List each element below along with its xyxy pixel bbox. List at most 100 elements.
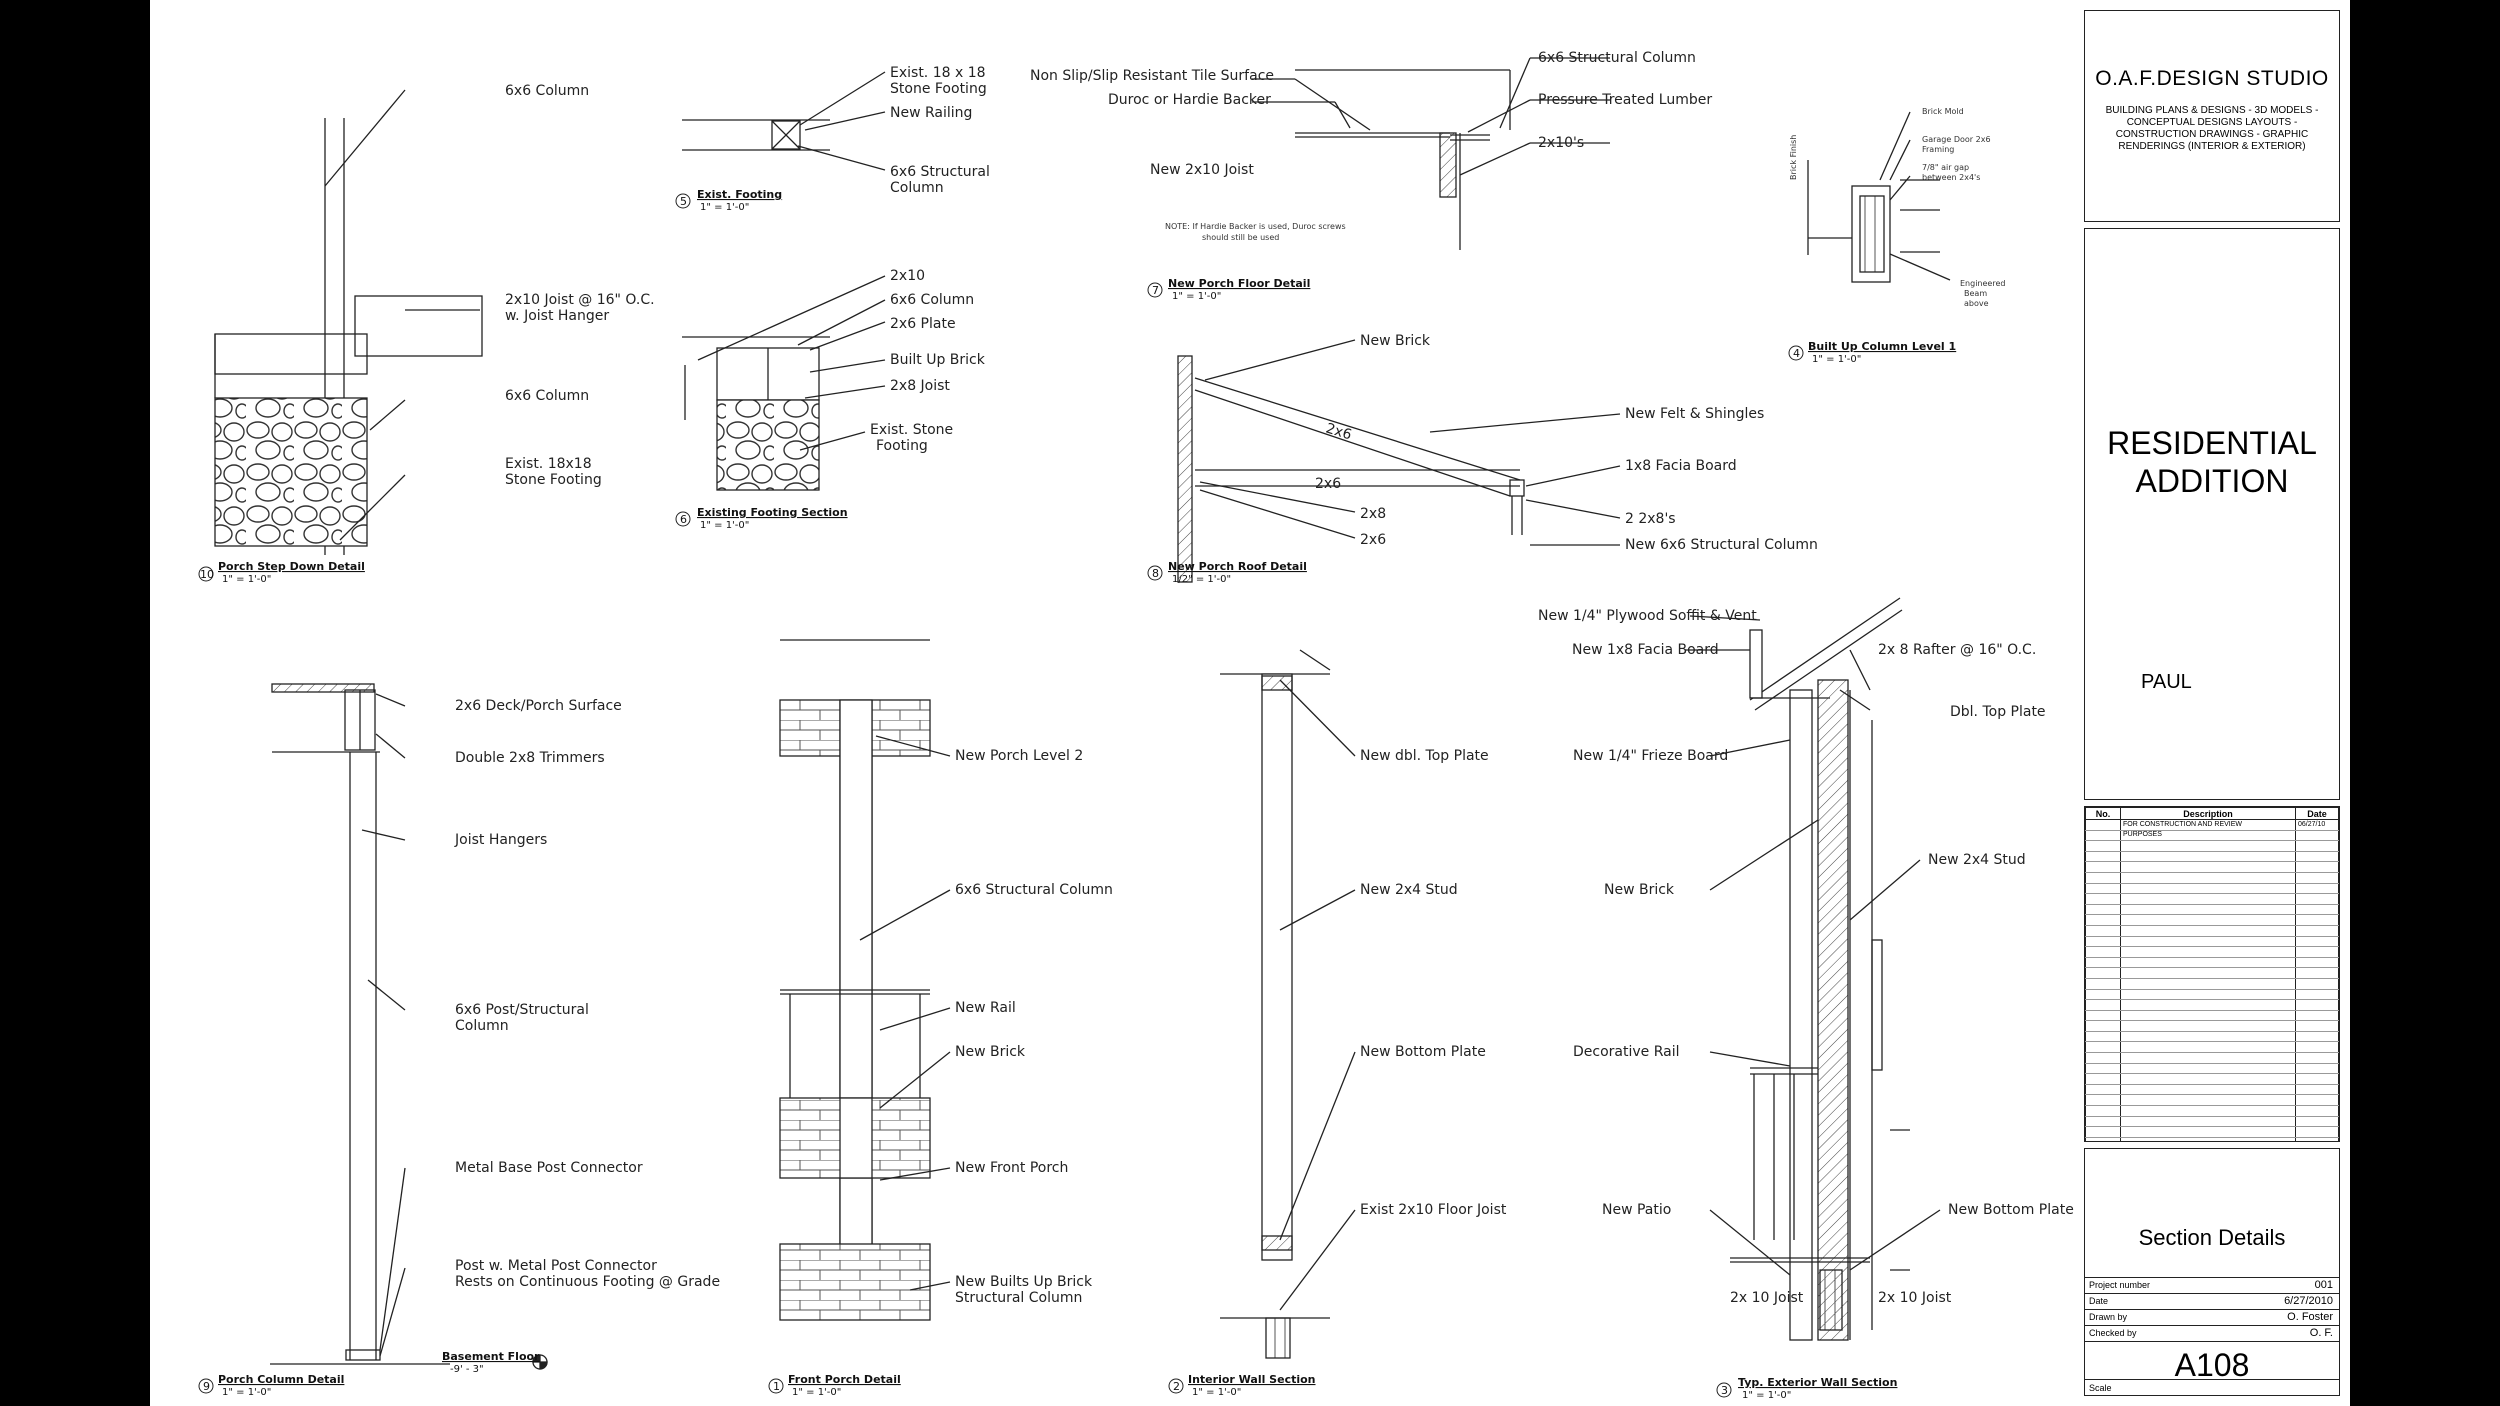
detail-title-2: 2 Interior Wall Section 1" = 1'-0"	[1168, 1373, 1316, 1398]
label: New 2x10 Joist	[1150, 162, 1254, 178]
detail-6-drawing	[682, 275, 886, 491]
revision-row: FOR CONSTRUCTION AND REVIEW 06/27/10	[2085, 819, 2339, 831]
detail-title: Front Porch Detail	[788, 1373, 901, 1386]
revision-cell-empty	[2085, 1094, 2121, 1107]
label: Column	[455, 1018, 509, 1034]
detail-drawings: 6x6 Column 2x10 Joist @ 16" O.C. w. Jois…	[198, 50, 2074, 1401]
label: 2x10's	[1538, 135, 1584, 151]
detail-scale: 1" = 1'-0"	[1192, 1387, 1241, 1398]
label: 6x6 Column	[890, 292, 974, 308]
detail-title-6: 6 Existing Footing Section 1" = 1'-0"	[675, 506, 848, 531]
detail-title: New Porch Roof Detail	[1168, 560, 1307, 573]
revision-row-empty	[2085, 1094, 2339, 1107]
label: 6x6 Structural Column	[1538, 50, 1696, 66]
revision-cell-empty	[2120, 861, 2296, 873]
detail-4-drawing	[1807, 111, 1951, 283]
revision-cell-empty	[2120, 946, 2296, 958]
detail-title: Built Up Column Level 1	[1808, 340, 1956, 353]
revision-cell-empty	[2295, 872, 2339, 884]
revision-row-empty	[2085, 989, 2339, 1001]
label: Post w. Metal Post Connector	[455, 1258, 657, 1274]
label: New 1/4" Frieze Board	[1573, 748, 1728, 764]
label: Stone Footing	[505, 472, 602, 488]
revision-row-empty	[2085, 1041, 2339, 1054]
detail-number: 5	[680, 195, 687, 208]
sheet-name: Section Details	[2138, 1225, 2286, 1250]
revision-cell-empty	[2085, 1031, 2121, 1043]
label: New 2x4 Stud	[1928, 852, 2026, 868]
label: -9' - 3"	[450, 1364, 484, 1375]
revision-cell-empty	[2120, 989, 2296, 1001]
revision-row-empty	[2085, 1084, 2339, 1096]
label: 6x6 Structural Column	[955, 882, 1113, 898]
label: New Bottom Plate	[1360, 1044, 1486, 1060]
detail-5-labels: Exist. 18 x 18 Stone Footing New Railing…	[890, 65, 990, 196]
label: New 6x6 Structural Column	[1625, 537, 1818, 553]
revision-row-empty	[2085, 840, 2339, 852]
revision-cell-empty	[2295, 1116, 2339, 1128]
label: 6x6 Post/Structural	[455, 1002, 589, 1018]
revision-cell-empty	[2295, 999, 2339, 1011]
revision-header-no: No.	[2085, 807, 2121, 820]
revision-row-empty	[2085, 1063, 2339, 1075]
revision-cell-empty	[2295, 925, 2339, 937]
label: Engineered	[1960, 279, 2005, 288]
detail-scale: 1" = 1'-0"	[1742, 1390, 1791, 1401]
note: NOTE: If Hardie Backer is used, Duroc sc…	[1165, 222, 1346, 231]
revision-cell-empty	[2085, 967, 2121, 979]
revision-cell-empty	[2120, 893, 2296, 905]
label: 2x6 Deck/Porch Surface	[455, 698, 622, 714]
revision-cell-empty	[2085, 1073, 2121, 1085]
sheet-number-row	[2085, 1341, 2339, 1380]
label: between 2x4's	[1922, 173, 1980, 182]
note: should still be used	[1202, 233, 1279, 242]
revision-cell-empty	[2085, 999, 2121, 1011]
revision-row-empty	[2085, 914, 2339, 926]
revision-cell-empty	[2085, 946, 2121, 958]
label: 2x6	[1360, 532, 1386, 548]
revision-cell-empty	[2120, 957, 2296, 969]
revision-cell-empty	[2120, 1116, 2296, 1128]
checked-by-row: Checked by O. F.	[2085, 1325, 2339, 1341]
detail-3-drawing	[1685, 597, 1941, 1341]
revision-cell-empty	[2085, 1116, 2121, 1128]
detail-4-labels: Brick Mold Garage Door 2x6 Framing 7/8" …	[1789, 107, 2005, 308]
label: 2x6	[1324, 421, 1354, 444]
revision-cell-empty	[2120, 1063, 2296, 1075]
revision-cell-empty	[2085, 1010, 2121, 1022]
label: Structural Column	[955, 1290, 1082, 1306]
detail-8-drawing	[1177, 339, 1621, 583]
label: New Brick	[1360, 333, 1431, 349]
checked-by-label: Checked by	[2089, 1328, 2137, 1338]
revision-row-empty	[2085, 999, 2339, 1011]
label: Exist 2x10 Floor Joist	[1360, 1202, 1507, 1218]
revision-cell-empty	[2295, 1052, 2339, 1064]
revision-row-empty	[2085, 1105, 2339, 1117]
drawn-by-value: O. Foster	[2287, 1311, 2333, 1323]
revision-cell-empty	[2085, 957, 2121, 969]
revision-cell-empty	[2085, 1126, 2121, 1138]
detail-number: 3	[1721, 1384, 1728, 1397]
revision-row-empty	[2085, 861, 2339, 873]
revision-row-empty	[2085, 936, 2339, 948]
title-block: O.A.F.DESIGN STUDIO BUILDING PLANS & DES…	[2084, 10, 2340, 1396]
label: 2x10	[890, 268, 925, 284]
revision-cell-empty	[2295, 883, 2339, 895]
revision-cell-empty	[2120, 1084, 2296, 1096]
project-title-line2: ADDITION	[2135, 463, 2289, 499]
label: 6x6 Column	[505, 83, 589, 99]
detail-9-labels: 2x6 Deck/Porch Surface Double 2x8 Trimme…	[442, 698, 720, 1375]
label: 2x6 Plate	[890, 316, 956, 332]
detail-2-drawing	[1220, 649, 1356, 1359]
label: New Builts Up Brick	[955, 1274, 1093, 1290]
revision-cell-empty	[2295, 1020, 2339, 1032]
detail-scale: 1" = 1'-0"	[700, 520, 749, 531]
revision-row-empty	[2085, 1031, 2339, 1043]
client-name: PAUL	[2141, 671, 2192, 693]
label: 6x6 Structural	[890, 164, 990, 180]
detail-number: 1	[773, 1380, 780, 1393]
revision-cell-empty	[2295, 840, 2339, 852]
label: Joist Hangers	[454, 832, 547, 848]
drawing-sheet: 6x6 Column 2x10 Joist @ 16" O.C. w. Jois…	[150, 0, 2350, 1406]
revision-cell-empty	[2295, 893, 2339, 905]
